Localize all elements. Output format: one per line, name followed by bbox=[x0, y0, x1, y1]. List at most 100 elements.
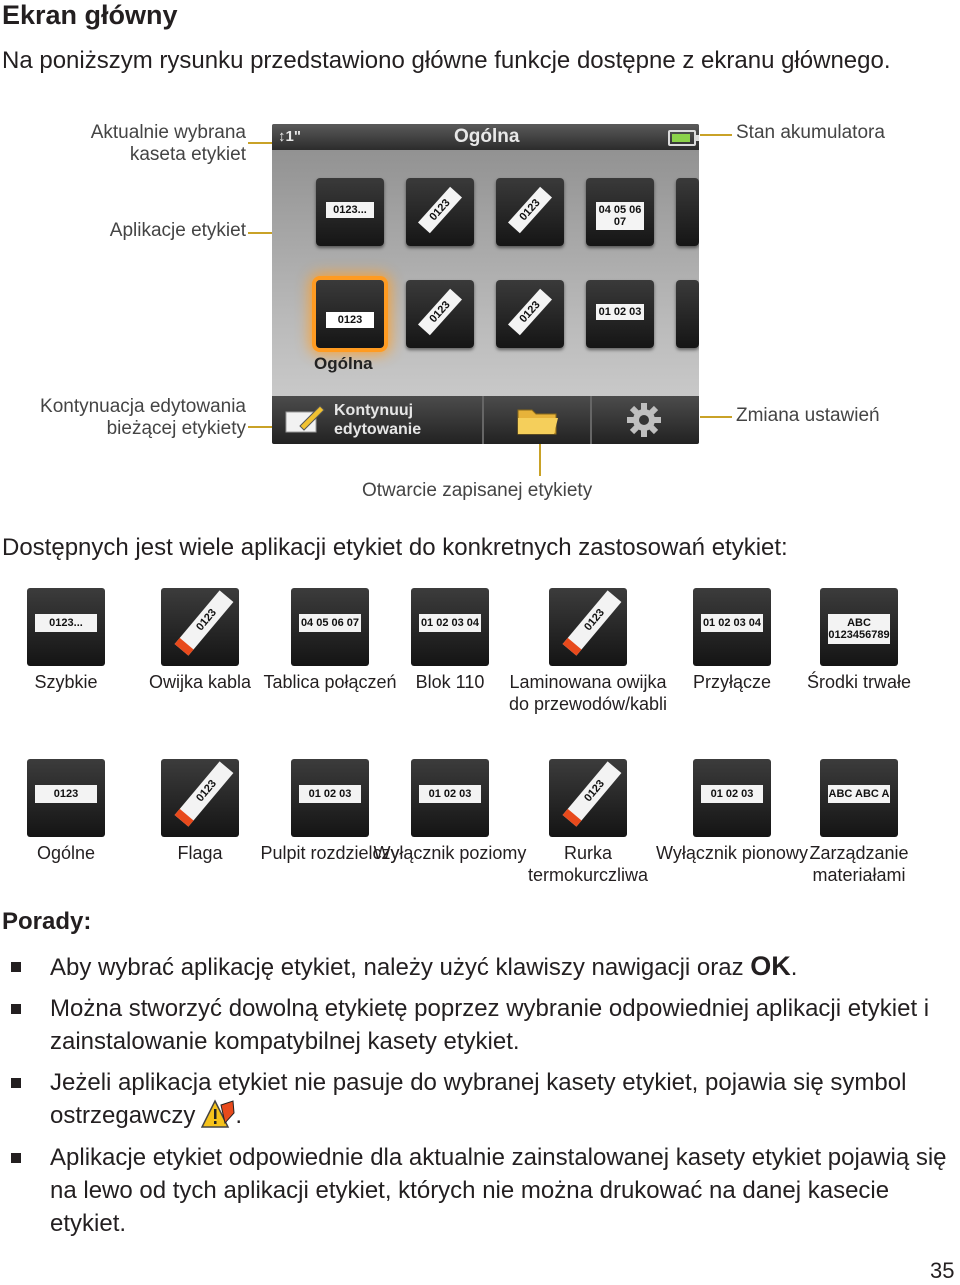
leader-line bbox=[248, 142, 274, 144]
callout-battery: Stan akumulatora bbox=[736, 122, 885, 143]
app-label: Zarządzanie materiałami bbox=[809, 843, 909, 885]
terminal-block-icon: 01 02 03 04 bbox=[693, 588, 771, 666]
app-tile-selected[interactable]: 0123 bbox=[316, 280, 384, 348]
tip-text: Aby wybrać aplikację etykiet, należy uży… bbox=[50, 954, 751, 981]
leader-line bbox=[700, 416, 732, 418]
flag-icon: 0123 bbox=[161, 759, 239, 837]
patch-panel-icon: 04 05 06 07 bbox=[291, 588, 369, 666]
screen-title: Ogólna bbox=[454, 126, 520, 147]
page-number: 35 bbox=[930, 1258, 955, 1283]
leader-line bbox=[539, 444, 541, 476]
icon-glyph-text: ABC 0123456789 bbox=[828, 614, 890, 644]
app-tile[interactable]: 01 02 03 bbox=[586, 280, 654, 348]
app-label: Przyłącze bbox=[692, 672, 772, 692]
app-label: Laminowana owijka do przewodów/kabli bbox=[508, 672, 668, 714]
continue-editing-button[interactable]: Kontynuuj edytowanie bbox=[272, 396, 484, 444]
app-label: Wyłącznik pionowy bbox=[656, 843, 808, 863]
screen-bottom-bar: Kontynuuj edytowanie bbox=[272, 396, 699, 444]
app-label: Wyłącznik poziomy bbox=[373, 843, 527, 863]
app-tile-partial[interactable] bbox=[676, 178, 699, 246]
icon-glyph-text: 0123 bbox=[174, 590, 234, 656]
icon-glyph-text: 04 05 06 07 bbox=[299, 614, 361, 632]
app-tile[interactable]: 0123... bbox=[316, 178, 384, 246]
app-tile-partial[interactable] bbox=[676, 280, 699, 348]
page-heading: Ekran główny bbox=[2, 0, 178, 30]
app-label: Pulpit rozdzielczy bbox=[260, 843, 400, 863]
folder-icon bbox=[517, 409, 558, 435]
battery-icon bbox=[668, 130, 699, 146]
icon-glyph-text: 0123 bbox=[174, 761, 234, 827]
bullet bbox=[11, 962, 21, 972]
screen-status-bar: ↕1" Ogólna bbox=[272, 124, 699, 150]
callout-settings: Zmiana ustawień bbox=[736, 405, 880, 426]
device-home-screen: ↕1" Ogólna 0123... 0123 0123 04 05 06 07 012… bbox=[272, 124, 699, 444]
icon-glyph-text: 0123 bbox=[35, 785, 97, 803]
icon-glyph-text: ABC ABC A bbox=[828, 785, 890, 803]
icon-glyph-text: 01 02 03 04 bbox=[419, 614, 481, 632]
bullet bbox=[11, 1004, 21, 1014]
apps-section-title: Dostępnych jest wiele aplikacji etykiet … bbox=[2, 534, 788, 561]
leader-line bbox=[248, 426, 282, 428]
laminated-wrap-icon: 0123 bbox=[549, 588, 627, 666]
selected-app-label: Ogólna bbox=[314, 354, 373, 373]
intro-text: Na poniższym rysunku przedstawiono główn… bbox=[2, 47, 891, 74]
app-label: Flaga bbox=[177, 843, 223, 863]
leader-line bbox=[700, 134, 732, 136]
tile-label-text: 0123 bbox=[507, 186, 553, 234]
app-tile[interactable]: 0123 bbox=[496, 178, 564, 246]
cable-wrap-icon: 0123 bbox=[161, 588, 239, 666]
continue-editing-label: Kontynuuj edytowanie bbox=[334, 402, 422, 438]
tip-text: Jeżeli aplikacja etykiet nie pasuje do w… bbox=[50, 1069, 907, 1129]
app-tile[interactable]: 0123 bbox=[406, 280, 474, 348]
tip-item: Można stworzyć dowolną etykietę poprzez … bbox=[50, 995, 930, 1055]
tile-label-text: 0123 bbox=[417, 288, 463, 336]
warning-icon bbox=[201, 1099, 235, 1128]
callout-label-apps: Aplikacje etykiet bbox=[109, 220, 246, 241]
heat-shrink-icon: 0123 bbox=[549, 759, 627, 837]
icon-glyph-text: 01 02 03 04 bbox=[701, 614, 763, 632]
tile-label-text: 0123 bbox=[326, 312, 374, 328]
tile-label-text: 04 05 06 07 bbox=[596, 202, 644, 230]
settings-button[interactable] bbox=[592, 396, 699, 444]
app-tile[interactable]: 04 05 06 07 bbox=[586, 178, 654, 246]
quick-label-icon: 0123... bbox=[27, 588, 105, 666]
leader-line bbox=[248, 232, 290, 234]
callout-cassette: Aktualnie wybrana kaseta etykiet bbox=[90, 122, 246, 165]
horizontal-breaker-icon: 01 02 03 bbox=[411, 759, 489, 837]
icon-glyph-text: 0123... bbox=[35, 614, 97, 632]
bullet bbox=[11, 1153, 21, 1163]
icon-glyph-text: 01 02 03 bbox=[701, 785, 763, 803]
tile-label-text: 01 02 03 bbox=[596, 304, 644, 320]
edit-label-icon bbox=[285, 405, 325, 433]
bullet bbox=[11, 1078, 21, 1088]
app-label: Rurka termokurczliwa bbox=[527, 843, 649, 885]
app-tile[interactable]: 0123 bbox=[406, 178, 474, 246]
materials-management-icon: ABC ABC A bbox=[820, 759, 898, 837]
tips-title: Porady: bbox=[2, 908, 92, 935]
distribution-panel-icon: 01 02 03 bbox=[291, 759, 369, 837]
icon-glyph-text: 0123 bbox=[562, 590, 622, 656]
icon-glyph-text: 01 02 03 bbox=[419, 785, 481, 803]
open-file-button[interactable] bbox=[484, 396, 592, 444]
cassette-indicator: ↕1" bbox=[278, 128, 301, 145]
icon-glyph-text: 01 02 03 bbox=[299, 785, 361, 803]
app-label: Środki trwałe bbox=[806, 672, 912, 692]
block-110-icon: 01 02 03 04 bbox=[411, 588, 489, 666]
app-tile[interactable]: 0123 bbox=[496, 280, 564, 348]
tip-item: Aplikacje etykiet odpowiednie dla aktual… bbox=[50, 1144, 947, 1237]
ok-key: OK bbox=[750, 951, 791, 981]
tip-item: Aby wybrać aplikację etykiet, należy uży… bbox=[50, 950, 955, 984]
icon-glyph-text: 0123 bbox=[562, 761, 622, 827]
app-label: Szybkie bbox=[34, 672, 98, 692]
app-label: Ogólne bbox=[36, 843, 96, 863]
app-label: Tablica połączeń bbox=[263, 672, 397, 692]
fixed-assets-icon: ABC 0123456789 bbox=[820, 588, 898, 666]
tip-suffix: . bbox=[235, 1102, 243, 1129]
gear-icon bbox=[627, 403, 661, 437]
callout-open: Otwarcie zapisanej etykiety bbox=[362, 480, 593, 501]
app-label: Owijka kabla bbox=[148, 672, 252, 692]
tile-label-text: 0123 bbox=[417, 186, 463, 234]
app-label: Blok 110 bbox=[415, 672, 485, 692]
tip-suffix: . bbox=[790, 954, 798, 981]
callout-continue: Kontynuacja edytowania bieżącej etykiety bbox=[40, 396, 246, 439]
